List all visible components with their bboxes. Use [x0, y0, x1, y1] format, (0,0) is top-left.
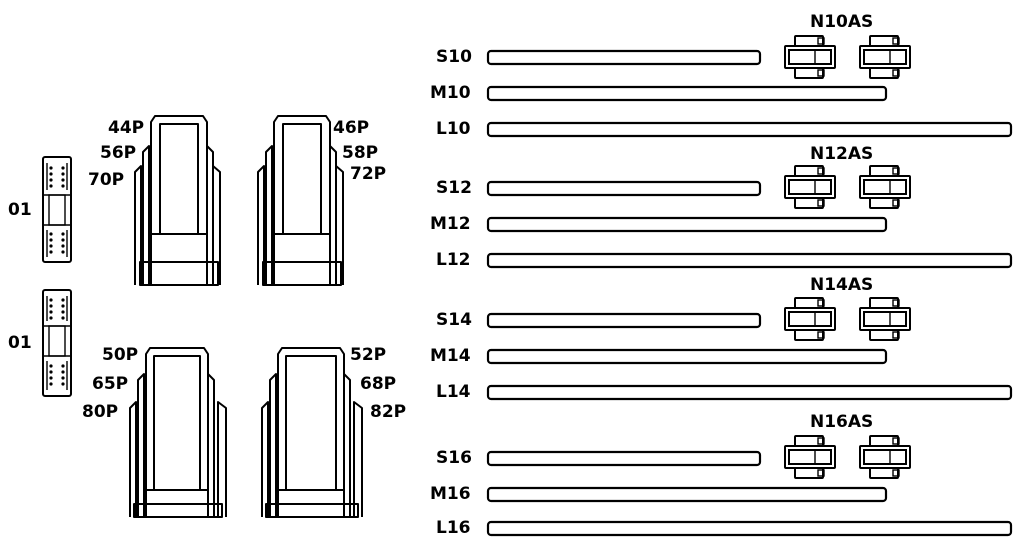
connector-n12as-b	[859, 165, 911, 209]
rod-label: M14	[430, 346, 471, 366]
rod-s12	[486, 180, 762, 197]
connector-title: N12AS	[810, 144, 874, 164]
rod-label: S14	[436, 310, 472, 330]
rod-m16	[486, 486, 888, 503]
rod-label: S10	[436, 47, 472, 67]
holder-label: 82P	[370, 402, 407, 422]
holder-label: 52P	[350, 345, 387, 365]
holder-label: 44P	[108, 118, 145, 138]
connector-n10as-b	[859, 35, 911, 79]
rod-s14	[486, 312, 762, 329]
rod-label: L14	[436, 382, 471, 402]
rod-label: M12	[430, 214, 471, 234]
clip-label-1: 01	[8, 200, 32, 220]
holder-label: 80P	[82, 402, 119, 422]
rod-label: L16	[436, 518, 471, 538]
connector-title: N14AS	[810, 275, 874, 295]
holder-label: 56P	[100, 143, 137, 163]
holder-label: 50P	[102, 345, 139, 365]
holder-label: 68P	[360, 374, 397, 394]
connector-title: N10AS	[810, 12, 874, 32]
holder-label: 70P	[88, 170, 125, 190]
rod-m14	[486, 348, 888, 365]
rod-m10	[486, 85, 888, 102]
rod-label: L10	[436, 119, 471, 139]
connector-n16as-a	[784, 435, 836, 479]
holder-label: 46P	[333, 118, 370, 138]
rod-m12	[486, 216, 888, 233]
holder-stack-bottom-left	[129, 347, 227, 518]
rod-label: M10	[430, 83, 471, 103]
rod-label: L12	[436, 250, 471, 270]
rod-l10	[486, 121, 1013, 138]
rod-s16	[486, 450, 762, 467]
connector-n16as-b	[859, 435, 911, 479]
rod-label: S16	[436, 448, 472, 468]
connector-title: N16AS	[810, 412, 874, 432]
clip-part-2	[42, 289, 72, 397]
connector-n14as-b	[859, 297, 911, 341]
holder-label: 65P	[92, 374, 129, 394]
holder-stack-top-right	[257, 115, 344, 286]
rod-l16	[486, 520, 1013, 537]
holder-label: 58P	[342, 143, 379, 163]
rod-l14	[486, 384, 1013, 401]
holder-label: 72P	[350, 164, 387, 184]
holder-stack-top-left	[134, 115, 221, 286]
rod-label: M16	[430, 484, 471, 504]
holder-stack-bottom-right	[261, 347, 363, 518]
connector-n12as-a	[784, 165, 836, 209]
rod-label: S12	[436, 178, 472, 198]
rod-s10	[486, 49, 762, 66]
rod-l12	[486, 252, 1013, 269]
connector-n10as-a	[784, 35, 836, 79]
clip-part-1	[42, 156, 72, 263]
clip-label-2: 01	[8, 333, 32, 353]
connector-n14as-a	[784, 297, 836, 341]
